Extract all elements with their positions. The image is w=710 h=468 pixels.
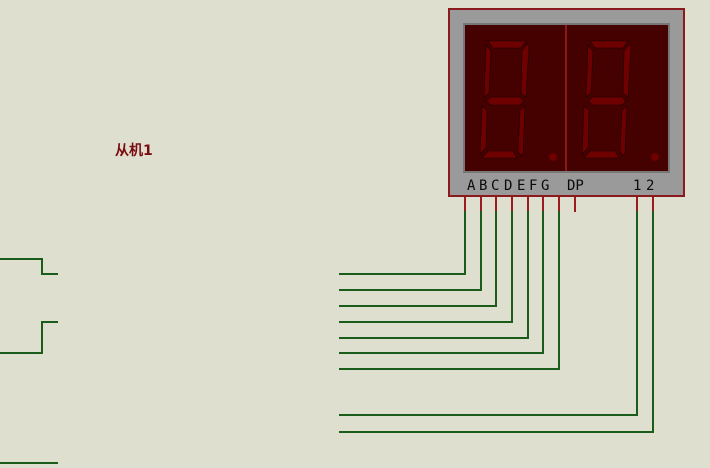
pin-label-g: G [541, 178, 549, 194]
segment-b [520, 43, 530, 98]
seven-segment-display[interactable]: A B C D E F G DP 1 2 [448, 8, 685, 197]
left-wire-lower[interactable] [0, 321, 58, 354]
segment-d [481, 150, 518, 159]
segment-e [479, 105, 488, 155]
pin-label-d: D [504, 178, 512, 194]
wire-a[interactable] [339, 211, 466, 275]
segment-c [619, 105, 628, 157]
pin-label-1: 1 [633, 178, 641, 194]
digit-2 [581, 40, 659, 161]
pin-label-e: E [517, 178, 525, 194]
segment-f [585, 44, 594, 98]
wire-c[interactable] [339, 211, 497, 307]
wire-d[interactable] [339, 211, 513, 323]
segment-dp [549, 153, 557, 161]
segment-b [622, 43, 632, 98]
digit-1 [479, 40, 557, 161]
wire-f[interactable] [339, 211, 544, 354]
segment-e [581, 105, 590, 155]
left-wires [0, 258, 58, 464]
display-pins [464, 197, 654, 212]
segment-dp [651, 153, 659, 161]
wire-e[interactable] [339, 211, 529, 339]
pin-label-b: B [479, 178, 487, 194]
pin-label-c: C [491, 178, 499, 194]
segment-c [517, 105, 526, 157]
left-wire-upper[interactable] [0, 258, 58, 275]
segment-a [487, 40, 527, 49]
wire-g[interactable] [339, 211, 560, 370]
segment-d [583, 150, 620, 159]
segment-g [485, 96, 525, 106]
segment-a [589, 40, 629, 49]
pin-label-2: 2 [646, 178, 654, 194]
pin-label-dp: DP [567, 178, 584, 194]
segment-g [587, 96, 627, 106]
digits-group [479, 40, 659, 161]
display-wires [339, 211, 654, 433]
wire-1[interactable] [339, 211, 638, 416]
wire-b[interactable] [339, 211, 482, 291]
component-label: 从机1 [115, 142, 153, 159]
pin-label-a: A [467, 178, 476, 194]
segment-f [483, 44, 492, 98]
wire-2[interactable] [339, 211, 654, 433]
pin-labels: A B C D E F G DP 1 2 [467, 178, 654, 194]
pin-label-f: F [529, 178, 537, 194]
